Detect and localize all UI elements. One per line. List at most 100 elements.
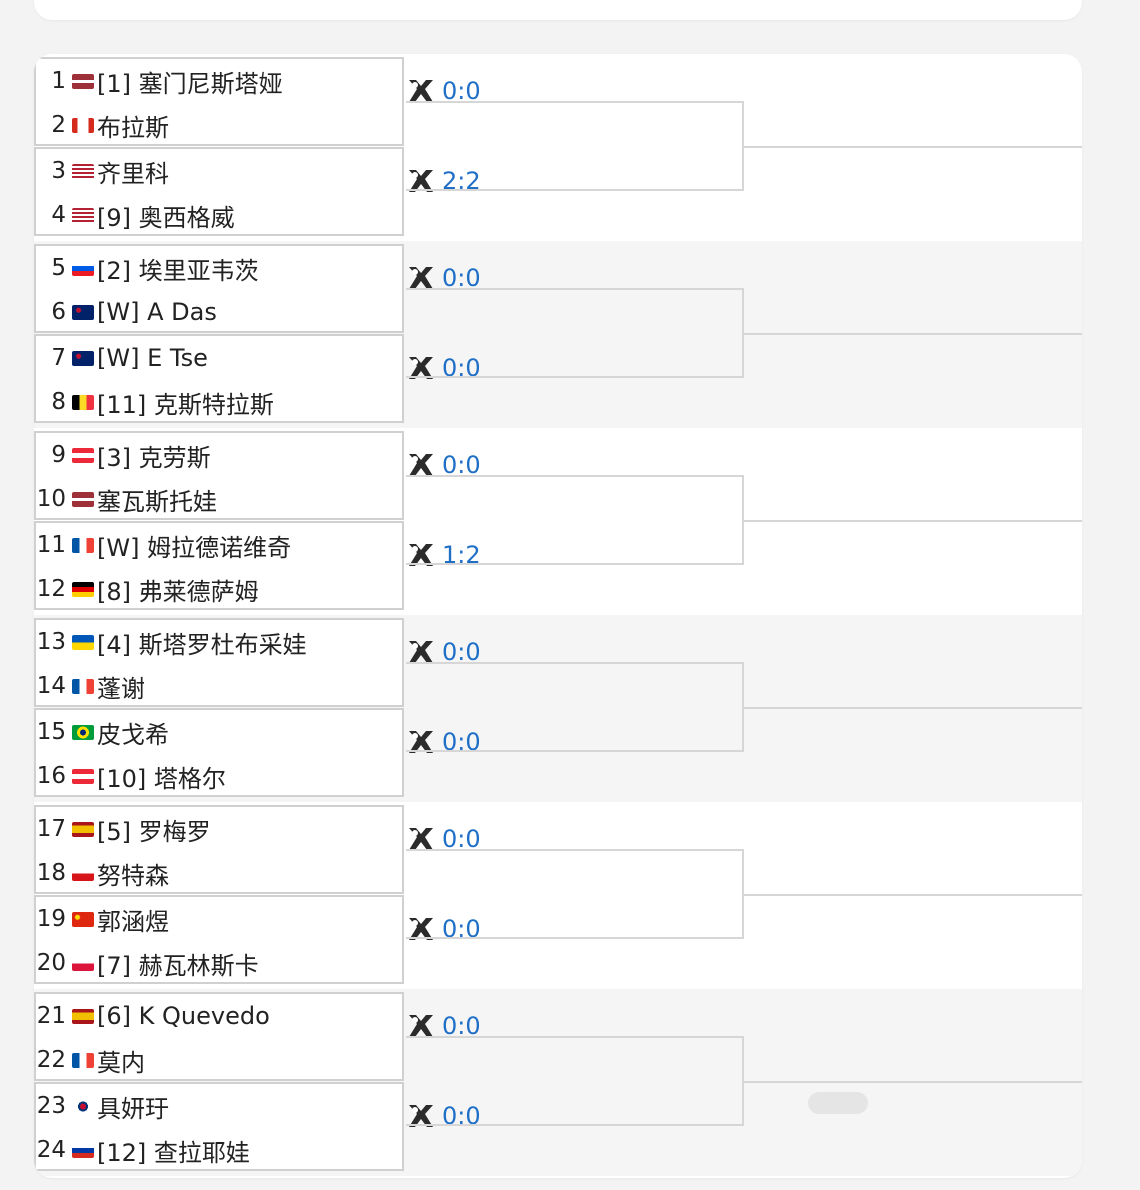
player-row[interactable]: 4 [9] 奥西格威	[36, 193, 406, 237]
scroll-handle[interactable]	[808, 1092, 868, 1114]
head-to-head[interactable]: 0:0	[406, 823, 481, 855]
player-name[interactable]: [8] 弗莱德萨姆	[97, 577, 259, 606]
player-row[interactable]: 16 [10] 塔格尔	[36, 754, 406, 798]
player-name[interactable]: 蓬谢	[97, 674, 145, 703]
crossed-rackets-icon	[406, 450, 436, 480]
player-row[interactable]: 21 [6] K Quevedo	[36, 994, 406, 1038]
player-name[interactable]: [1] 塞门尼斯塔娅	[97, 69, 283, 98]
head-to-head[interactable]: 0:0	[406, 352, 481, 384]
slovenia-flag-icon	[72, 260, 94, 276]
head-to-head[interactable]: 0:0	[406, 75, 481, 107]
draw-position: 9	[51, 442, 66, 468]
player-name[interactable]: 具妍玗	[97, 1094, 169, 1123]
draw-position: 7	[51, 345, 66, 371]
player-name[interactable]: 皮戈希	[97, 720, 169, 749]
match-pair: 11 [W] 姆拉德诺维奇 12[8] 弗莱德萨姆	[34, 521, 404, 610]
player-name[interactable]: [W] E Tse	[97, 344, 208, 372]
draw-position: 10	[36, 486, 66, 512]
player-row[interactable]: 9 [3] 克劳斯	[36, 433, 406, 477]
poland-flag-icon	[72, 955, 94, 971]
bracket-divider	[744, 146, 1082, 148]
player-row[interactable]: 10 塞瓦斯托娃	[36, 477, 406, 521]
china-flag-icon	[72, 911, 94, 927]
head-to-head[interactable]: 0:0	[406, 636, 481, 668]
player-name[interactable]: [11] 克斯特拉斯	[97, 390, 274, 419]
player-row[interactable]: 7 [W] E Tse	[36, 336, 406, 380]
player-name[interactable]: 莫内	[97, 1048, 145, 1077]
bracket-divider	[744, 1081, 1082, 1083]
player-row[interactable]: 18 努特森	[36, 851, 406, 895]
draw-position: 21	[36, 1003, 66, 1029]
bracket-connector	[406, 849, 744, 939]
austria-flag-icon	[72, 447, 94, 463]
draw-position: 16	[36, 763, 66, 789]
draw-position: 4	[51, 202, 66, 228]
player-name[interactable]: [6] K Quevedo	[97, 1002, 270, 1030]
player-row[interactable]: 5[2] 埃里亚韦茨	[36, 246, 406, 290]
crossed-rackets-icon	[406, 263, 436, 293]
player-row[interactable]: 24[12] 查拉耶娃	[36, 1128, 406, 1172]
player-row[interactable]: 8 [11] 克斯特拉斯	[36, 380, 406, 424]
match-pair: 21 [6] K Quevedo 22 莫内	[34, 992, 404, 1081]
player-name[interactable]: [9] 奥西格威	[97, 203, 235, 232]
bracket-divider	[744, 894, 1082, 896]
belgium-flag-icon	[72, 394, 94, 410]
h2h-score[interactable]: 0:0	[442, 638, 481, 666]
player-name[interactable]: [12] 查拉耶娃	[97, 1138, 250, 1167]
draw-position: 18	[36, 860, 66, 886]
player-name[interactable]: 努特森	[97, 861, 169, 890]
player-name[interactable]: 塞瓦斯托娃	[97, 487, 217, 516]
draw-position: 11	[36, 532, 66, 558]
player-name[interactable]: [4] 斯塔罗杜布采娃	[97, 630, 307, 659]
player-row[interactable]: 14 蓬谢	[36, 664, 406, 708]
h2h-score[interactable]: 0:0	[442, 825, 481, 853]
player-row[interactable]: 13[4] 斯塔罗杜布采娃	[36, 620, 406, 664]
h2h-score[interactable]: 0:0	[442, 1012, 481, 1040]
draw-position: 6	[51, 299, 66, 325]
russia-flag-icon	[72, 1142, 94, 1158]
player-row[interactable]: 17[5] 罗梅罗	[36, 807, 406, 851]
france-flag-icon	[72, 1052, 94, 1068]
draw-position: 8	[51, 389, 66, 415]
player-row[interactable]: 1[1] 塞门尼斯塔娅	[36, 59, 406, 103]
player-name[interactable]: [3] 克劳斯	[97, 443, 211, 472]
player-name[interactable]: [W] 姆拉德诺维奇	[97, 533, 292, 562]
head-to-head[interactable]: 0:0	[406, 262, 481, 294]
player-name[interactable]: [2] 埃里亚韦茨	[97, 256, 259, 285]
player-row[interactable]: 22 莫内	[36, 1038, 406, 1082]
player-row[interactable]: 12[8] 弗莱德萨姆	[36, 567, 406, 611]
player-row[interactable]: 6 [W] A Das	[36, 290, 406, 334]
brazil-flag-icon	[72, 724, 94, 740]
austria-flag-icon	[72, 768, 94, 784]
spain-flag-icon	[72, 1008, 94, 1024]
player-name[interactable]: 郭涵煜	[97, 907, 169, 936]
bracket-connector	[406, 1036, 744, 1126]
player-name[interactable]: [5] 罗梅罗	[97, 817, 211, 846]
h2h-score[interactable]: 0:0	[442, 77, 481, 105]
player-row[interactable]: 20[7] 赫瓦林斯卡	[36, 941, 406, 985]
player-name[interactable]: [W] A Das	[97, 298, 217, 326]
player-name[interactable]: [10] 塔格尔	[97, 764, 226, 793]
bracket-divider	[744, 333, 1082, 335]
bracket-divider	[744, 520, 1082, 522]
player-name[interactable]: 布拉斯	[97, 113, 169, 142]
draw-position: 14	[36, 673, 66, 699]
player-name[interactable]: 齐里科	[97, 159, 169, 188]
player-row[interactable]: 11 [W] 姆拉德诺维奇	[36, 523, 406, 567]
head-to-head[interactable]: 0:0	[406, 1010, 481, 1042]
h2h-score[interactable]: 0:0	[442, 264, 481, 292]
crossed-rackets-icon	[406, 1011, 436, 1041]
h2h-score[interactable]: 0:0	[442, 451, 481, 479]
player-name[interactable]: [7] 赫瓦林斯卡	[97, 951, 259, 980]
head-to-head[interactable]: 0:0	[406, 449, 481, 481]
draw-position: 22	[36, 1047, 66, 1073]
